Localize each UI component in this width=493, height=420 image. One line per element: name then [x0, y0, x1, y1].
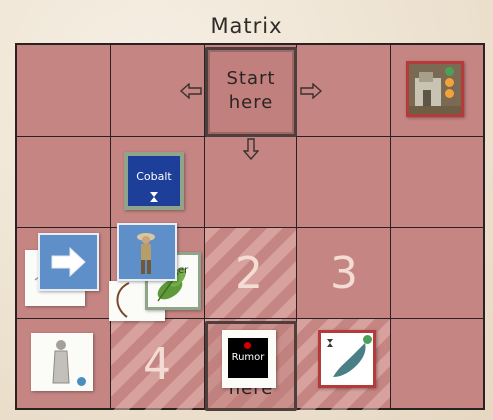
board-cell-2[interactable]: 2 — [205, 228, 297, 319]
explorer-figure — [119, 225, 175, 279]
cell-number-2: 2 — [235, 248, 263, 299]
arrow-right-icon — [300, 83, 322, 99]
arrow-left-icon — [180, 83, 202, 99]
fortress-card-icon[interactable] — [406, 61, 464, 117]
board-cell[interactable] — [391, 228, 485, 319]
rumor-box: Rumor — [228, 338, 268, 378]
rumor-card-icon[interactable]: Rumor — [222, 330, 276, 388]
board-cell[interactable] — [17, 137, 111, 228]
start-label-line1: Start — [208, 67, 294, 91]
rumor-label: Rumor — [228, 352, 268, 363]
board-cell[interactable] — [17, 45, 111, 137]
cell-number-4: 4 — [143, 339, 171, 390]
start-label: Start here — [208, 67, 294, 115]
board-title: Matrix — [0, 14, 493, 38]
board-cell-3[interactable]: 3 — [297, 228, 391, 319]
hourglass-icon — [150, 192, 158, 202]
herb-card-partial-text: er — [178, 265, 188, 276]
arrow-right-icon — [40, 235, 97, 289]
cell-number-3: 3 — [330, 248, 358, 299]
board-cell[interactable] — [297, 137, 391, 228]
start-label-line2: here — [208, 91, 294, 115]
board-cell[interactable] — [391, 137, 485, 228]
lake-card-icon[interactable] — [318, 330, 376, 388]
board-cell-4[interactable]: 4 — [111, 319, 205, 410]
explorer-card-icon[interactable] — [117, 223, 177, 281]
cobalt-card[interactable]: Cobalt — [124, 152, 184, 210]
game-board: 2 3 4 Start here End here — [15, 43, 485, 410]
start-space[interactable]: Start here — [205, 47, 297, 137]
board-cell[interactable] — [391, 319, 485, 410]
cobalt-label: Cobalt — [128, 170, 180, 183]
arrow-down-icon — [243, 138, 259, 160]
blue-arrow-card-icon[interactable] — [38, 233, 99, 291]
statue-card-icon[interactable] — [31, 333, 93, 391]
